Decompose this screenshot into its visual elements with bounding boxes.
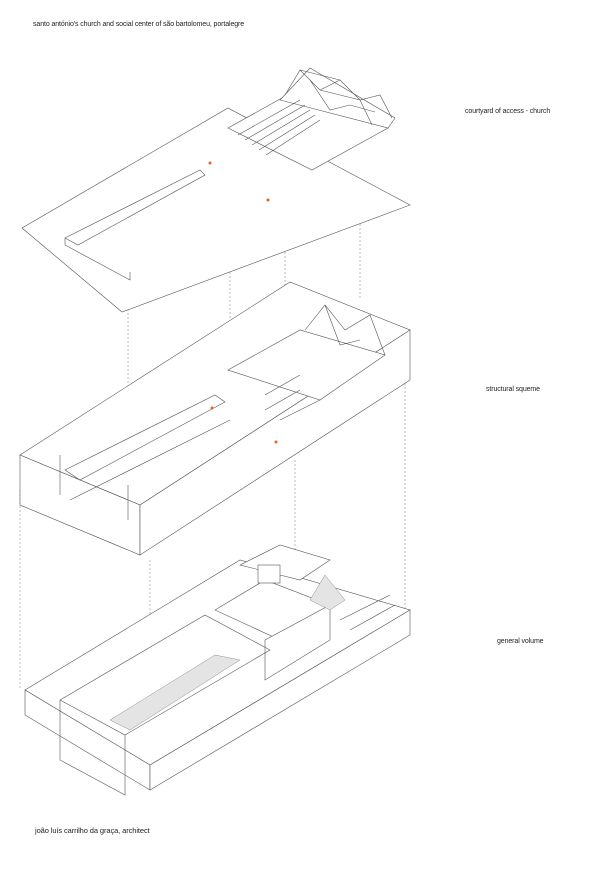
architect-credit: joão luís carrilho da graça, architect: [35, 826, 150, 835]
layer-label-structural: structural squeme: [486, 386, 540, 393]
layer-label-volume: general volume: [497, 638, 544, 645]
layer-volume: [24, 544, 411, 796]
layer-structural: [19, 281, 411, 556]
layer-courtyard: [21, 67, 411, 313]
drawing-title: santo antónio's church and social center…: [33, 21, 245, 28]
layer-label-courtyard: courtyard of access - church: [465, 108, 551, 115]
